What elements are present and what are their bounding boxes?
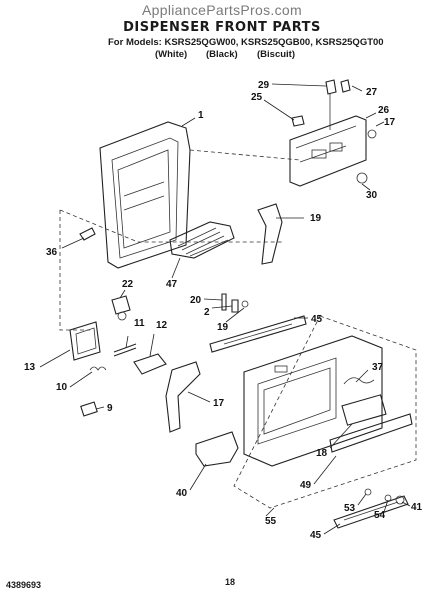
svg-text:45: 45 [310, 530, 322, 541]
svg-text:9: 9 [107, 403, 113, 414]
svg-text:55: 55 [265, 516, 277, 527]
part-45-rail-lower [333, 495, 409, 529]
svg-text:27: 27 [366, 87, 378, 98]
callout-12: 12 [149, 320, 168, 357]
callout-2: 2 [204, 305, 233, 318]
svg-text:29: 29 [258, 80, 270, 91]
part-9 [80, 401, 98, 417]
callout-9: 9 [95, 403, 113, 414]
watermark: AppliancePartsPros.com [142, 2, 302, 18]
svg-text:25: 25 [251, 92, 263, 103]
svg-text:30: 30 [366, 190, 378, 201]
callout-27: 27 [351, 85, 378, 98]
part-47-grill [169, 221, 235, 259]
callout-24: 22 [119, 279, 134, 299]
svg-text:17: 17 [213, 398, 225, 409]
callouts: 1 29 27 25 26 17 30 19 36 47 22 20 2 19 … [24, 80, 423, 541]
part-24 [111, 295, 131, 321]
svg-text:37: 37 [372, 362, 384, 373]
part-13-switch [69, 321, 101, 361]
svg-text:19: 19 [310, 213, 322, 224]
part-30-screw [79, 227, 96, 241]
document-number: 4389693 [6, 580, 42, 590]
svg-text:20: 20 [190, 295, 202, 306]
svg-text:41: 41 [411, 502, 423, 513]
callout-11: 11 [125, 318, 145, 349]
callout-45-upper: 45 [294, 314, 323, 325]
svg-text:13: 13 [24, 362, 36, 373]
model-list: For Models: KSRS25QGW00, KSRS25QGB00, KS… [108, 37, 384, 48]
svg-text:18: 18 [316, 448, 328, 459]
svg-text:10: 10 [56, 382, 68, 393]
svg-text:12: 12 [156, 320, 168, 331]
part-49-front-panel [243, 335, 413, 467]
callout-10: 10 [56, 371, 93, 393]
part-12 [133, 353, 167, 375]
callout-30: 36 [46, 237, 85, 258]
part-1-housing [99, 121, 191, 269]
callout-1: 1 [181, 110, 204, 127]
callout-55: 55 [265, 507, 277, 527]
callout-18: 18 [316, 423, 353, 459]
svg-text:40: 40 [176, 488, 188, 499]
callout-25: 26 [365, 105, 390, 119]
svg-text:17: 17 [384, 117, 396, 128]
part-10-spring [89, 366, 107, 371]
diagram-title: DISPENSER FRONT PARTS [123, 20, 321, 35]
callout-22: 20 [190, 295, 223, 306]
svg-text:47: 47 [166, 279, 178, 290]
parts-53-54-40 [364, 488, 405, 505]
callout-26: 29 [258, 80, 327, 91]
color-biscuit: (Biscuit) [257, 49, 295, 60]
callout-37: 40 [176, 463, 207, 499]
callout-19: 19 [217, 307, 245, 333]
upper-switch-assembly [289, 79, 377, 187]
svg-text:53: 53 [344, 503, 356, 514]
callout-54: 54 [374, 499, 389, 521]
callout-16: 17 [375, 117, 396, 128]
svg-text:1: 1 [198, 110, 204, 121]
callout-49: 49 [300, 455, 337, 491]
svg-text:2: 2 [204, 307, 210, 318]
svg-text:11: 11 [134, 318, 145, 329]
part-45-rail-upper [209, 315, 307, 353]
page-number: 18 [225, 577, 236, 587]
callout-40: 41 [401, 501, 423, 513]
color-black: (Black) [206, 49, 238, 60]
part-20-bracket [257, 203, 283, 265]
callout-45-lower: 45 [310, 523, 341, 541]
svg-text:19: 19 [217, 322, 229, 333]
svg-text:54: 54 [374, 510, 386, 521]
callout-41: 25 [251, 92, 295, 121]
part-11-rod [113, 343, 137, 357]
part-36-harness [341, 377, 387, 426]
callout-29: 30 [361, 183, 378, 201]
svg-text:26: 26 [378, 105, 390, 116]
part-17-lever [165, 361, 201, 433]
callout-36: 37 [355, 362, 384, 383]
color-white: (White) [155, 49, 188, 60]
callout-47: 47 [166, 257, 181, 290]
svg-text:22: 22 [122, 279, 134, 290]
svg-text:36: 36 [46, 247, 58, 258]
callout-53: 53 [344, 493, 367, 514]
svg-text:49: 49 [300, 480, 312, 491]
callout-13: 13 [24, 349, 71, 373]
part-37 [195, 431, 239, 467]
svg-text:45: 45 [311, 314, 323, 325]
parts-22-2-19 [221, 293, 249, 313]
callout-20: 19 [276, 213, 322, 224]
callout-17: 17 [187, 391, 225, 409]
